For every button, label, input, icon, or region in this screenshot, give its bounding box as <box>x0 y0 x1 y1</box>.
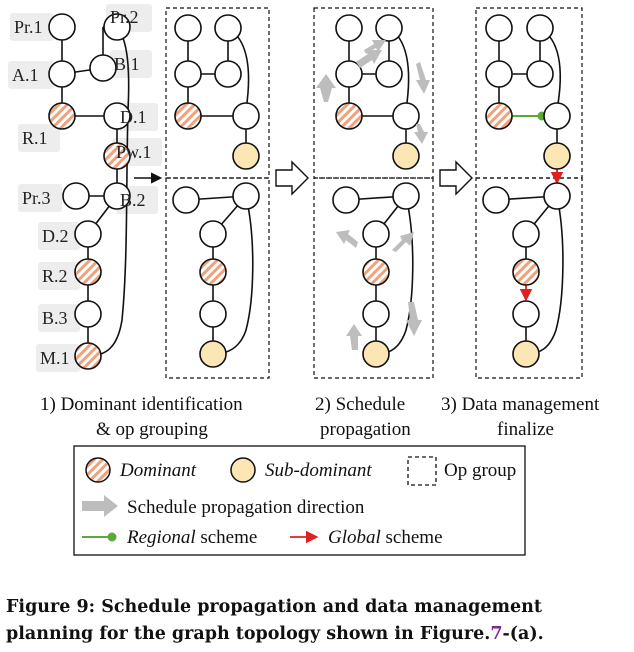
legend-regional-rest: scheme <box>196 527 258 548</box>
legend: Dominant Sub-dominant Op group Schedule … <box>73 445 526 556</box>
legend-regional-em: Regional <box>126 527 196 548</box>
label-bg <box>18 184 62 212</box>
regional-dot-icon <box>107 532 117 542</box>
dominant-swatch <box>85 457 111 483</box>
label-pr3: Pr.3 <box>22 188 51 208</box>
propagation-arrows <box>316 40 430 350</box>
label-b2: B.2 <box>120 190 146 210</box>
stage-2-title: 2) Schedule <box>315 394 405 415</box>
label-d2: D.2 <box>42 226 69 246</box>
node-d1 <box>103 102 131 130</box>
op-group-swatch <box>407 456 437 486</box>
label-bg <box>38 222 80 250</box>
label-a1: A.1 <box>12 65 39 85</box>
node-a1 <box>48 60 76 88</box>
stage-2-subtitle: propagation <box>320 419 411 440</box>
label-bg <box>38 304 80 332</box>
label-d1: D.1 <box>120 107 147 127</box>
stage-arrow-icon <box>439 160 473 196</box>
caption-text: Figure 9: Schedule propagation and data … <box>6 597 542 644</box>
label-bg <box>18 124 60 152</box>
stage-3-title: 3) Data management <box>441 394 600 415</box>
node-r1 <box>48 102 76 130</box>
node-m1 <box>74 342 102 370</box>
label-pr2: Pr.2 <box>110 7 139 27</box>
op-group-box <box>165 177 270 379</box>
label-pr1: Pr.1 <box>14 17 43 37</box>
node-pr3 <box>62 182 90 210</box>
stage-3-subtitle: finalize <box>497 419 554 440</box>
panel-propagation <box>313 7 434 379</box>
label-pw1: Pw.1 <box>116 142 151 162</box>
op-group-box <box>313 177 434 379</box>
label-b3: B.3 <box>42 308 68 328</box>
op-group-box <box>313 7 434 179</box>
sub-dominant-swatch <box>230 457 256 483</box>
legend-global-em: Global <box>328 527 381 548</box>
figure-caption: Figure 9: Schedule propagation and data … <box>6 594 630 648</box>
node-r2 <box>74 258 102 286</box>
label-bg <box>36 344 80 372</box>
topology-diagram: Pr.1 Pr.2 A.1 B.1 R.1 D.1 Pw.1 Pr.3 B.2 … <box>8 4 600 556</box>
legend-regional: Regional scheme <box>126 527 257 548</box>
stage-1-title: 1) Dominant identification <box>40 394 243 415</box>
node-b3 <box>74 300 102 328</box>
label-bg <box>110 50 152 78</box>
node-pw1 <box>103 142 131 170</box>
legend-op-group: Op group <box>444 460 516 481</box>
label-bg <box>10 13 54 41</box>
label-m1: M.1 <box>40 348 70 368</box>
label-bg <box>38 262 80 290</box>
propagation-arrow-icon <box>82 495 118 517</box>
panel-grouping <box>165 7 270 379</box>
node-b1 <box>89 54 117 82</box>
legend-dominant: Dominant <box>119 460 197 481</box>
original-graph: Pr.1 Pr.2 A.1 B.1 R.1 D.1 Pw.1 Pr.3 B.2 … <box>8 4 163 372</box>
legend-global-rest: scheme <box>381 527 443 548</box>
legend-propagation: Schedule propagation direction <box>127 497 365 518</box>
label-r1: R.1 <box>22 128 48 148</box>
label-bg <box>8 61 54 89</box>
node-b2 <box>103 182 131 210</box>
label-b1: B.1 <box>114 54 140 74</box>
label-r2: R.2 <box>42 266 68 286</box>
legend-sub-dominant: Sub-dominant <box>265 460 372 481</box>
node-d2 <box>74 220 102 248</box>
node-pr1 <box>48 13 76 41</box>
caption-suffix: -(a). <box>502 624 544 644</box>
op-group-box <box>475 177 583 379</box>
stage-1-subtitle: & op grouping <box>96 419 208 440</box>
legend-box <box>73 445 526 556</box>
legend-global: Global scheme <box>328 527 443 548</box>
figure-reference-link[interactable]: 7 <box>490 624 503 644</box>
stage-arrow-icon <box>275 160 309 196</box>
node-pr2 <box>103 13 131 41</box>
panel-finalize <box>475 7 583 379</box>
